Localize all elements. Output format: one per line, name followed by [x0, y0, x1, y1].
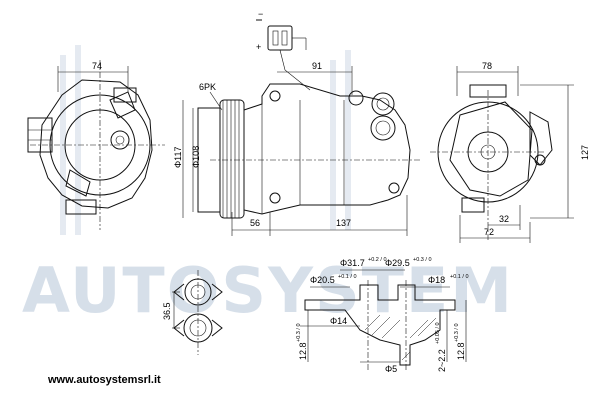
section-detail-view: Φ31.7 +0.2 / 0 Φ29.5 +0.3 / 0 Φ20.5 +0.1…	[296, 257, 469, 374]
right-view: 78 127 32 72	[430, 61, 590, 243]
svg-text:−: −	[258, 9, 263, 19]
svg-text:2~2.2: 2~2.2	[437, 349, 447, 372]
dim-pulley-117: Φ117	[173, 146, 183, 168]
svg-text:+0.3 / 0: +0.3 / 0	[454, 323, 460, 342]
dim-port3: Φ29.5 +0.3 / 0	[385, 257, 432, 268]
connector-detail: − +	[256, 9, 311, 91]
pulley-label: 6PK	[199, 82, 216, 92]
dim-depth-right: 12.8 +0.3 / 0	[454, 323, 466, 360]
dim-port4: Φ18 +0.1 / 0	[428, 274, 469, 285]
port-detail-view: 36.5	[162, 270, 223, 355]
dim-right-height: 127	[580, 145, 590, 160]
svg-text:Φ29.5: Φ29.5	[385, 258, 410, 268]
dim-pulley-108: Φ108	[191, 146, 201, 168]
svg-text:+0.05 / 0: +0.05 / 0	[435, 322, 441, 344]
dim-right-width: 78	[482, 61, 492, 71]
dim-length-56: 56	[250, 218, 260, 228]
svg-text:12.8: 12.8	[456, 342, 466, 360]
svg-text:Φ20.5: Φ20.5	[310, 275, 335, 285]
dim-depth-left: 12.8 +0.3 / 0	[296, 323, 308, 360]
footer-url[interactable]: www.autosystemsrl.it	[47, 374, 161, 386]
svg-text:12.8: 12.8	[298, 342, 308, 360]
watermark-text: AUTOSYSTEM	[22, 254, 514, 327]
dim-port1: Φ20.5 +0.1 / 0	[310, 274, 357, 285]
dim-port2: Φ31.7 +0.2 / 0	[340, 257, 387, 268]
svg-text:+0.1 / 0: +0.1 / 0	[338, 274, 357, 280]
dim-length-137: 137	[336, 218, 351, 228]
svg-text:Φ18: Φ18	[428, 275, 445, 285]
dim-port-spacing: 36.5	[162, 302, 172, 320]
dim-right-width-72: 72	[484, 227, 494, 237]
svg-text:+: +	[256, 42, 261, 52]
svg-text:+0.2 / 0: +0.2 / 0	[368, 257, 387, 263]
dim-right-offset-32: 32	[499, 214, 509, 224]
svg-text:+0.3 / 0: +0.3 / 0	[413, 257, 432, 263]
dim-connector-offset: 91	[312, 61, 322, 71]
dim-depth-mid: 2~2.2 +0.05 / 0	[435, 322, 447, 372]
svg-text:Φ31.7: Φ31.7	[340, 258, 365, 268]
dim-bore-5: Φ5	[385, 364, 397, 374]
svg-text:+0.3 / 0: +0.3 / 0	[296, 323, 302, 342]
dim-left-width: 74	[92, 61, 102, 71]
svg-text:+0.1 / 0: +0.1 / 0	[450, 274, 469, 280]
left-view: 74	[27, 60, 165, 230]
middle-view: − + 91 6PK Φ117 Φ108	[173, 9, 420, 236]
dim-bore-14: Φ14	[330, 316, 347, 326]
